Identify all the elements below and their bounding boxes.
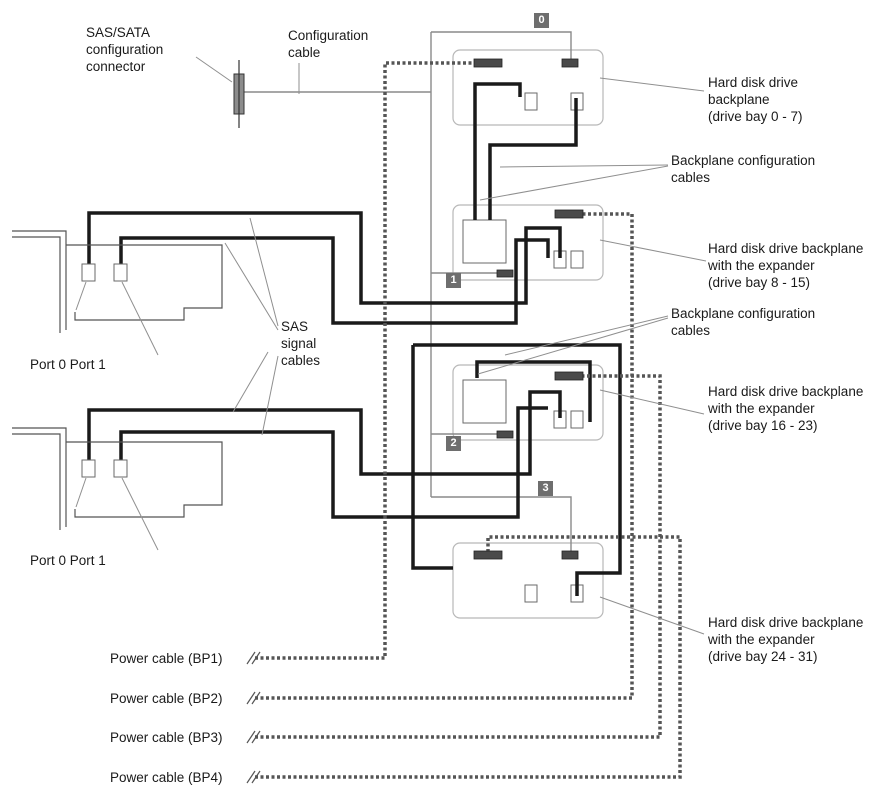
- power-cables: [255, 61, 682, 779]
- label-power-bp3: Power cable (BP3): [110, 730, 223, 745]
- adapter-card-bottom: [12, 427, 223, 530]
- backplane-config-cables: [411, 82, 622, 596]
- label-backplane-24-31: Hard disk drive backplane with the expan…: [708, 615, 864, 664]
- backplane-24-31: [452, 542, 604, 619]
- connectors: [473, 58, 584, 560]
- label-backplane-config-cables-1: Backplane configuration cables: [671, 153, 816, 185]
- label-power-bp1: Power cable (BP1): [110, 651, 223, 666]
- badge-0: 0: [534, 13, 549, 28]
- label-sas-signal-cables: SAS signal cables: [281, 319, 321, 368]
- label-ports-top: Port 0 Port 1: [30, 357, 106, 372]
- label-backplane-8-15: Hard disk drive backplane with the expan…: [708, 241, 864, 290]
- label-backplane-config-cables-2: Backplane configuration cables: [671, 306, 816, 338]
- expander-chip-1: [462, 219, 507, 264]
- label-ports-bottom: Port 0 Port 1: [30, 553, 106, 568]
- label-power-bp2: Power cable (BP2): [110, 691, 223, 706]
- sas-sata-connector: [233, 60, 245, 128]
- label-sas-sata-connector: SAS/SATA configuration connector: [86, 25, 164, 74]
- backplane-0-7: [452, 49, 604, 126]
- label-configuration-cable: Configuration cable: [288, 28, 369, 60]
- drive-ports: [524, 92, 584, 603]
- label-power-bp4: Power cable (BP4): [110, 770, 223, 785]
- sas-signal-cables: [87, 211, 562, 519]
- configuration-cable: [240, 31, 572, 552]
- expander-chip-2: [462, 379, 507, 424]
- badge-2: 2: [446, 436, 461, 451]
- badge-3: 3: [538, 481, 553, 496]
- leader-lines: [75, 56, 707, 635]
- badge-1: 1: [446, 273, 461, 288]
- cable-break-marks: [246, 651, 261, 784]
- label-backplane-0-7: Hard disk drive backplane (drive bay 0 -…: [708, 75, 803, 124]
- adapter-card-top: [12, 230, 223, 333]
- label-backplane-16-23: Hard disk drive backplane with the expan…: [708, 384, 864, 433]
